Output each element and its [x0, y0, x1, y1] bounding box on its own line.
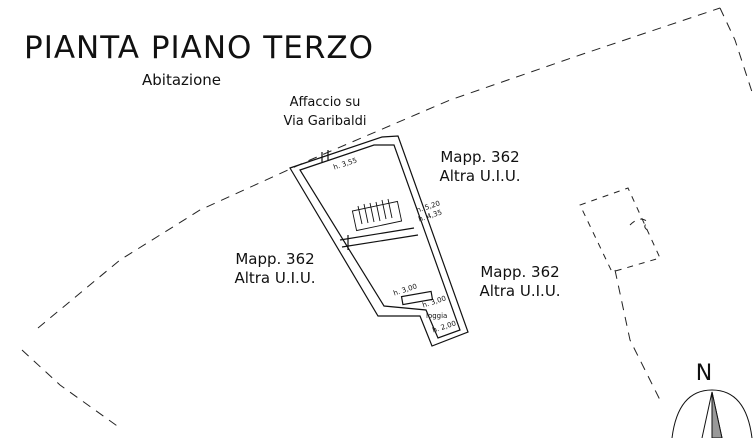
street-label-line1: Affaccio su [289, 95, 361, 110]
mapp-right-line1: Mapp. 362 [480, 263, 560, 281]
site-boundary [21, 7, 753, 429]
loggia-rail [400, 290, 434, 306]
north-label: N [695, 361, 713, 386]
boundary-upper-line [37, 7, 721, 329]
boundary-right-lower [614, 269, 661, 401]
mapp-top-line1: Mapp. 362 [440, 148, 520, 166]
mapp-left-line1: Mapp. 362 [235, 250, 315, 268]
mapp-top-line2: Altra U.I.U. [439, 167, 521, 185]
loggia-label: loggia [426, 312, 448, 320]
street-label: Affaccio su Via Garibaldi [270, 93, 380, 131]
mapp-left-line2: Altra U.I.U. [234, 269, 316, 287]
boundary-lower-line [21, 349, 121, 429]
mapp-right-line2: Altra U.I.U. [479, 282, 561, 300]
north-arrow [671, 389, 753, 438]
boundary-right-line [719, 7, 753, 96]
outbuilding-outline [579, 187, 661, 273]
inner-wall [299, 144, 461, 339]
plan-subtitle: Abitazione [142, 71, 221, 89]
mapp-left-label: Mapp. 362 Altra U.I.U. [215, 250, 335, 288]
street-label-line2: Via Garibaldi [283, 114, 367, 129]
building-plan [289, 135, 469, 347]
mapp-top-label: Mapp. 362 Altra U.I.U. [420, 148, 540, 186]
stair [351, 198, 403, 232]
mapp-right-label: Mapp. 362 Altra U.I.U. [460, 263, 580, 301]
plan-title: PIANTA PIANO TERZO [24, 30, 375, 66]
outer-wall [289, 135, 469, 347]
